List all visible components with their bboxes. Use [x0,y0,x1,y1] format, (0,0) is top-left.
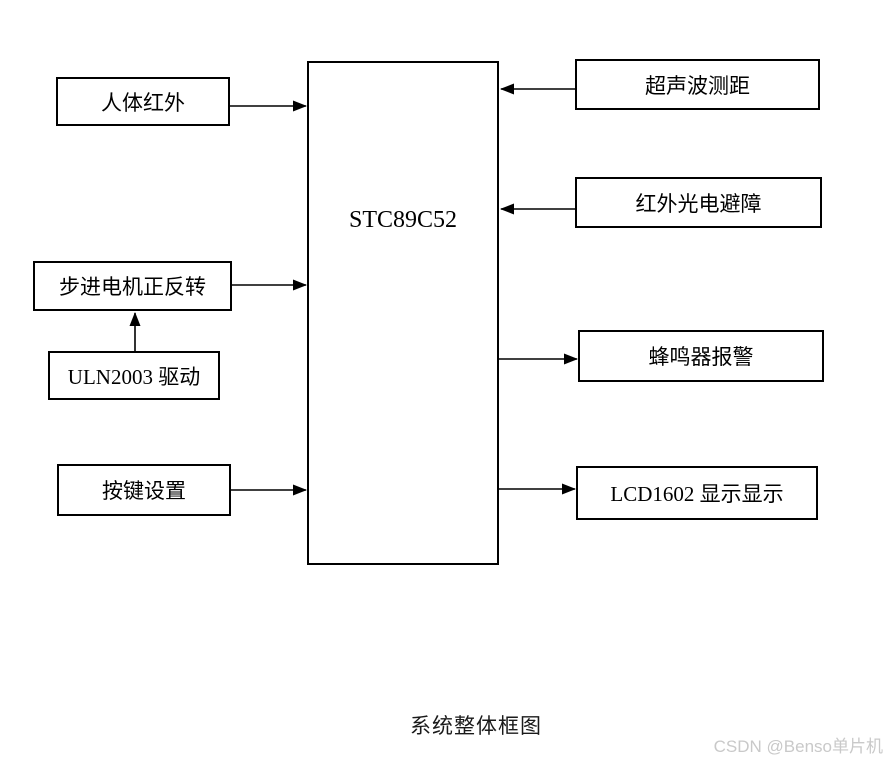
block-uln2003-driver: ULN2003 驱动 [48,351,220,400]
block-uln2003-driver-label: ULN2003 驱动 [67,364,201,389]
block-ir-obstacle-avoidance-label: 红外光电避障 [635,191,762,216]
block-lcd1602-display: LCD1602 显示显示 [576,466,818,520]
block-stepper-motor: 步进电机正反转 [33,261,232,311]
block-human-infrared: 人体红外 [56,77,230,126]
block-ultrasonic-ranging: 超声波测距 [575,59,820,110]
csdn-watermark: CSDN @Benso单片机 [713,737,883,756]
block-ultrasonic-ranging-label: 超声波测距 [645,73,750,98]
block-buzzer-alarm-label: 蜂鸣器报警 [648,345,754,369]
block-buzzer-alarm: 蜂鸣器报警 [578,330,824,382]
block-ir-obstacle-avoidance: 红外光电避障 [575,177,822,228]
block-key-settings-label: 按键设置 [102,479,186,503]
block-lcd1602-display-label: LCD1602 显示显示 [610,482,784,506]
block-human-infrared-label: 人体红外 [101,90,185,115]
diagram-caption: 系统整体框图 [410,714,542,738]
block-mcu-label: STC89C52 [348,207,458,233]
block-stepper-motor-label: 步进电机正反转 [59,275,206,299]
block-key-settings: 按键设置 [57,464,231,516]
block-mcu-stc89c52: STC89C52 [307,61,499,565]
